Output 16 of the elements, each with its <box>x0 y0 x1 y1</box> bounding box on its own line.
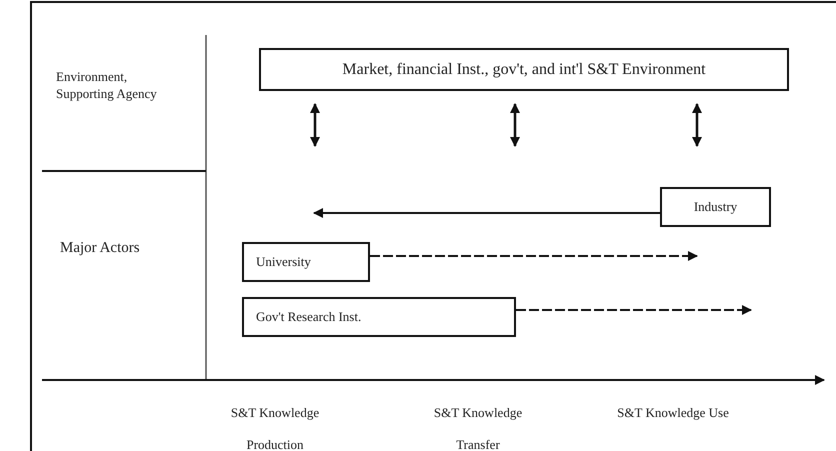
box-label: University <box>256 254 311 270</box>
actor-box <box>242 297 516 337</box>
row-label: Major Actors <box>60 239 141 258</box>
environment-box <box>259 48 789 91</box>
actor-box <box>660 187 771 227</box>
stage-label: S&T Knowledge Production <box>230 404 320 451</box>
actor-box <box>242 242 370 282</box>
arrow <box>370 251 698 261</box>
box-label: Market, financial Inst., gov't, and int'l S&T Environment <box>342 60 706 78</box>
stage-label: S&T Knowledge Use <box>616 404 730 422</box>
row-label: Environment, Supporting Agency <box>56 68 158 102</box>
stage-label: S&T Knowledge Transfer <box>432 404 524 451</box>
box-label: Industry <box>694 199 738 215</box>
arrow <box>516 305 752 315</box>
arrow <box>313 208 660 218</box>
box-label: Gov't Research Inst. <box>256 309 362 325</box>
